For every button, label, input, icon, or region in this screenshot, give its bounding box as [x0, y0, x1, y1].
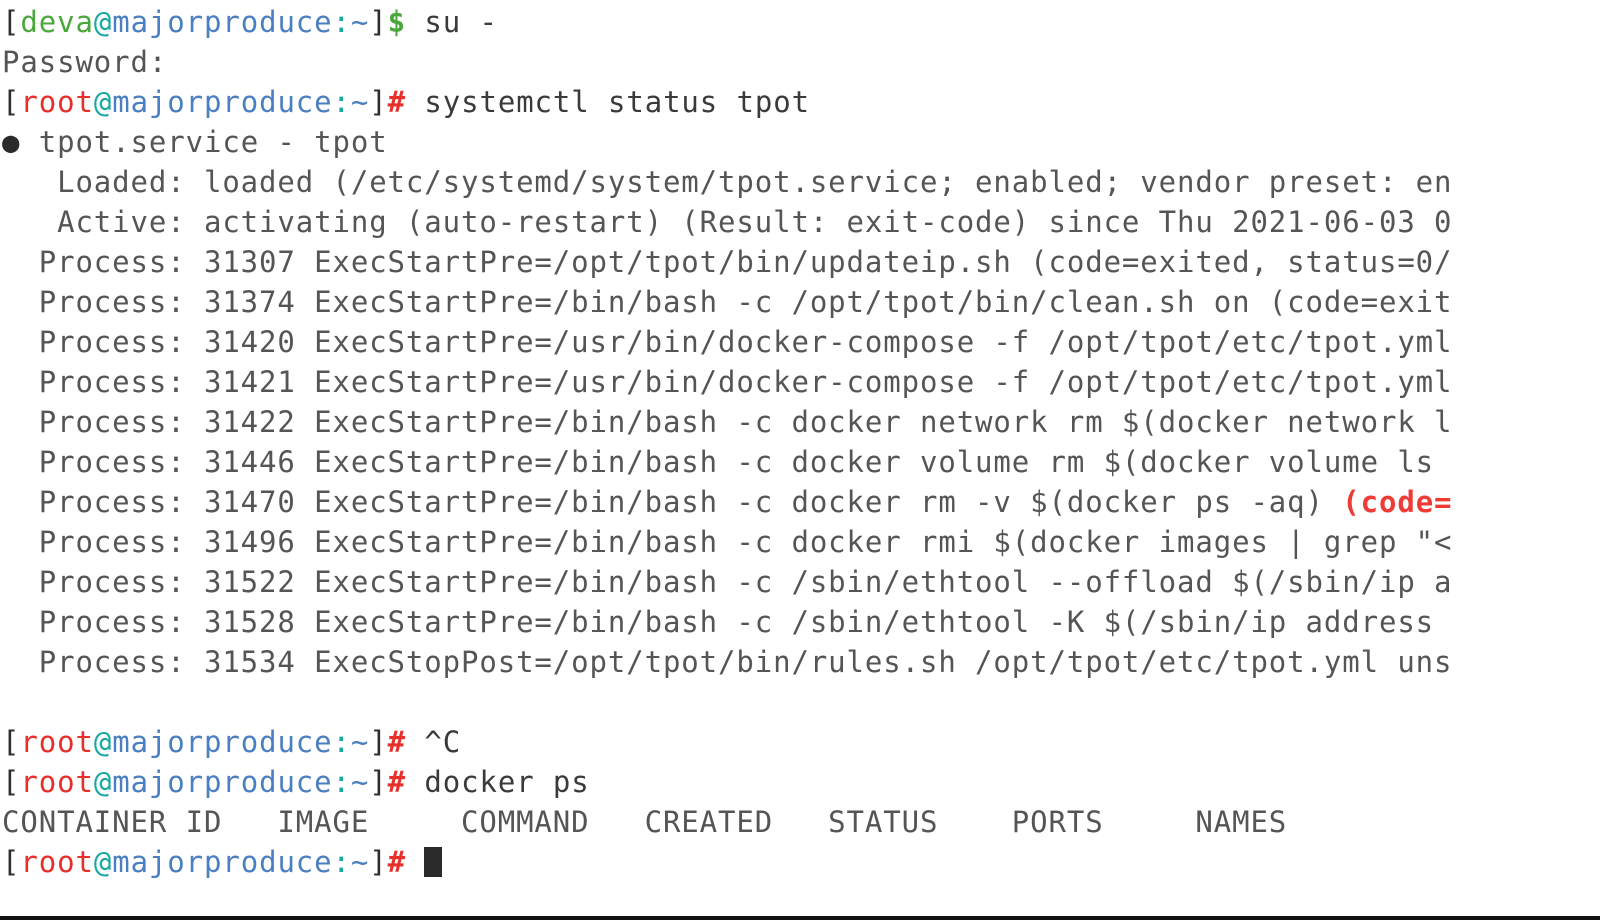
prompt-path: ~	[350, 765, 370, 799]
prompt-open-bracket: [	[2, 765, 21, 799]
prompt-hostname: majorproduce	[112, 765, 333, 799]
terminal-line: Process: 31522 ExecStartPre=/bin/bash -c…	[0, 562, 1600, 602]
prompt-colon: :	[332, 845, 351, 879]
service-process-line: Process: 31421 ExecStartPre=/usr/bin/doc…	[2, 365, 1453, 399]
service-status-dot-icon: ●	[2, 125, 21, 159]
prompt-sigil: #	[387, 845, 407, 879]
terminal-line: [deva@majorproduce:~]$ su -	[0, 2, 1600, 42]
prompt-colon: :	[332, 85, 351, 119]
prompt-sigil: #	[387, 85, 407, 119]
terminal-line: [root@majorproduce:~]# systemctl status …	[0, 82, 1600, 122]
prompt-sigil: #	[387, 725, 407, 759]
terminal-command	[406, 845, 424, 879]
service-process-failure-code: (code=	[1342, 485, 1453, 519]
prompt-colon: :	[332, 5, 351, 39]
terminal-line: Active: activating (auto-restart) (Resul…	[0, 202, 1600, 242]
terminal-line: Process: 31528 ExecStartPre=/bin/bash -c…	[0, 602, 1600, 642]
prompt-hostname: majorproduce	[112, 725, 333, 759]
terminal-line: Process: 31446 ExecStartPre=/bin/bash -c…	[0, 442, 1600, 482]
terminal-command: docker ps	[406, 765, 590, 799]
prompt-at-sign: @	[93, 5, 113, 39]
terminal-line: Process: 31307 ExecStartPre=/opt/tpot/bi…	[0, 242, 1600, 282]
prompt-path: ~	[350, 845, 370, 879]
service-unit-title-text: tpot.service - tpot	[38, 125, 388, 159]
service-process-line: Process: 31446 ExecStartPre=/bin/bash -c…	[2, 445, 1453, 479]
prompt-close-bracket: ]	[369, 85, 388, 119]
terminal-blank-line	[0, 682, 1600, 722]
terminal-command: ^C	[406, 725, 462, 759]
docker-ps-headers: CONTAINER ID IMAGE COMMAND CREATED STATU…	[2, 805, 1288, 839]
prompt-open-bracket: [	[2, 725, 21, 759]
terminal-line: Loaded: loaded (/etc/systemd/system/tpot…	[0, 162, 1600, 202]
prompt-open-bracket: [	[2, 845, 21, 879]
text-cursor[interactable]	[424, 847, 443, 877]
prompt-at-sign: @	[93, 845, 113, 879]
service-process-line: Process: 31534 ExecStopPost=/opt/tpot/bi…	[2, 645, 1453, 679]
service-process-line: Process: 31496 ExecStartPre=/bin/bash -c…	[2, 525, 1453, 559]
prompt-user: root	[20, 765, 94, 799]
service-process-line: Process: 31528 ExecStartPre=/bin/bash -c…	[2, 605, 1453, 639]
service-process-line: Process: 31307 ExecStartPre=/opt/tpot/bi…	[2, 245, 1453, 279]
prompt-path: ~	[350, 725, 370, 759]
terminal-command: su -	[406, 5, 498, 39]
prompt-at-sign: @	[93, 725, 113, 759]
prompt-at-sign: @	[93, 765, 113, 799]
prompt-open-bracket: [	[2, 5, 21, 39]
prompt-user: root	[20, 725, 94, 759]
service-process-line: Process: 31374 ExecStartPre=/bin/bash -c…	[2, 285, 1453, 319]
terminal-line: Process: 31420 ExecStartPre=/usr/bin/doc…	[0, 322, 1600, 362]
terminal-line: Process: 31422 ExecStartPre=/bin/bash -c…	[0, 402, 1600, 442]
prompt-close-bracket: ]	[369, 845, 388, 879]
terminal-line: [root@majorproduce:~]# ^C	[0, 722, 1600, 762]
terminal-line-active[interactable]: [root@majorproduce:~]#	[0, 842, 1600, 882]
prompt-close-bracket: ]	[369, 725, 388, 759]
prompt-hostname: majorproduce	[112, 845, 333, 879]
prompt-path: ~	[350, 85, 370, 119]
password-prompt-text: Password:	[2, 45, 168, 79]
service-unit-title	[20, 125, 38, 159]
prompt-sigil: #	[387, 765, 407, 799]
prompt-close-bracket: ]	[369, 765, 388, 799]
terminal-line: ● tpot.service - tpot	[0, 122, 1600, 162]
prompt-hostname: majorproduce	[112, 85, 333, 119]
service-process-line: Process: 31522 ExecStartPre=/bin/bash -c…	[2, 565, 1453, 599]
prompt-user: root	[20, 845, 94, 879]
prompt-user: root	[20, 85, 94, 119]
terminal-line: Process: 31421 ExecStartPre=/usr/bin/doc…	[0, 362, 1600, 402]
service-active-line: Active: activating (auto-restart) (Resul…	[2, 205, 1453, 239]
terminal-line: [root@majorproduce:~]# docker ps	[0, 762, 1600, 802]
terminal-line: Password:	[0, 42, 1600, 82]
terminal-line: Process: 31534 ExecStopPost=/opt/tpot/bi…	[0, 642, 1600, 682]
service-process-line: Process: 31420 ExecStartPre=/usr/bin/doc…	[2, 325, 1453, 359]
service-loaded-line: Loaded: loaded (/etc/systemd/system/tpot…	[2, 165, 1453, 199]
prompt-colon: :	[332, 765, 351, 799]
docker-ps-header-row: CONTAINER ID IMAGE COMMAND CREATED STATU…	[0, 802, 1600, 842]
terminal-line: Process: 31496 ExecStartPre=/bin/bash -c…	[0, 522, 1600, 562]
terminal-command: systemctl status tpot	[406, 85, 810, 119]
terminal-line: Process: 31470 ExecStartPre=/bin/bash -c…	[0, 482, 1600, 522]
prompt-path: ~	[350, 5, 370, 39]
prompt-open-bracket: [	[2, 85, 21, 119]
prompt-hostname: majorproduce	[112, 5, 333, 39]
prompt-at-sign: @	[93, 85, 113, 119]
prompt-colon: :	[332, 725, 351, 759]
terminal-line: Process: 31374 ExecStartPre=/bin/bash -c…	[0, 282, 1600, 322]
prompt-user: deva	[20, 5, 94, 39]
prompt-close-bracket: ]	[369, 5, 388, 39]
prompt-sigil: $	[387, 5, 407, 39]
service-process-line: Process: 31470 ExecStartPre=/bin/bash -c…	[2, 485, 1343, 519]
service-process-line: Process: 31422 ExecStartPre=/bin/bash -c…	[2, 405, 1453, 439]
